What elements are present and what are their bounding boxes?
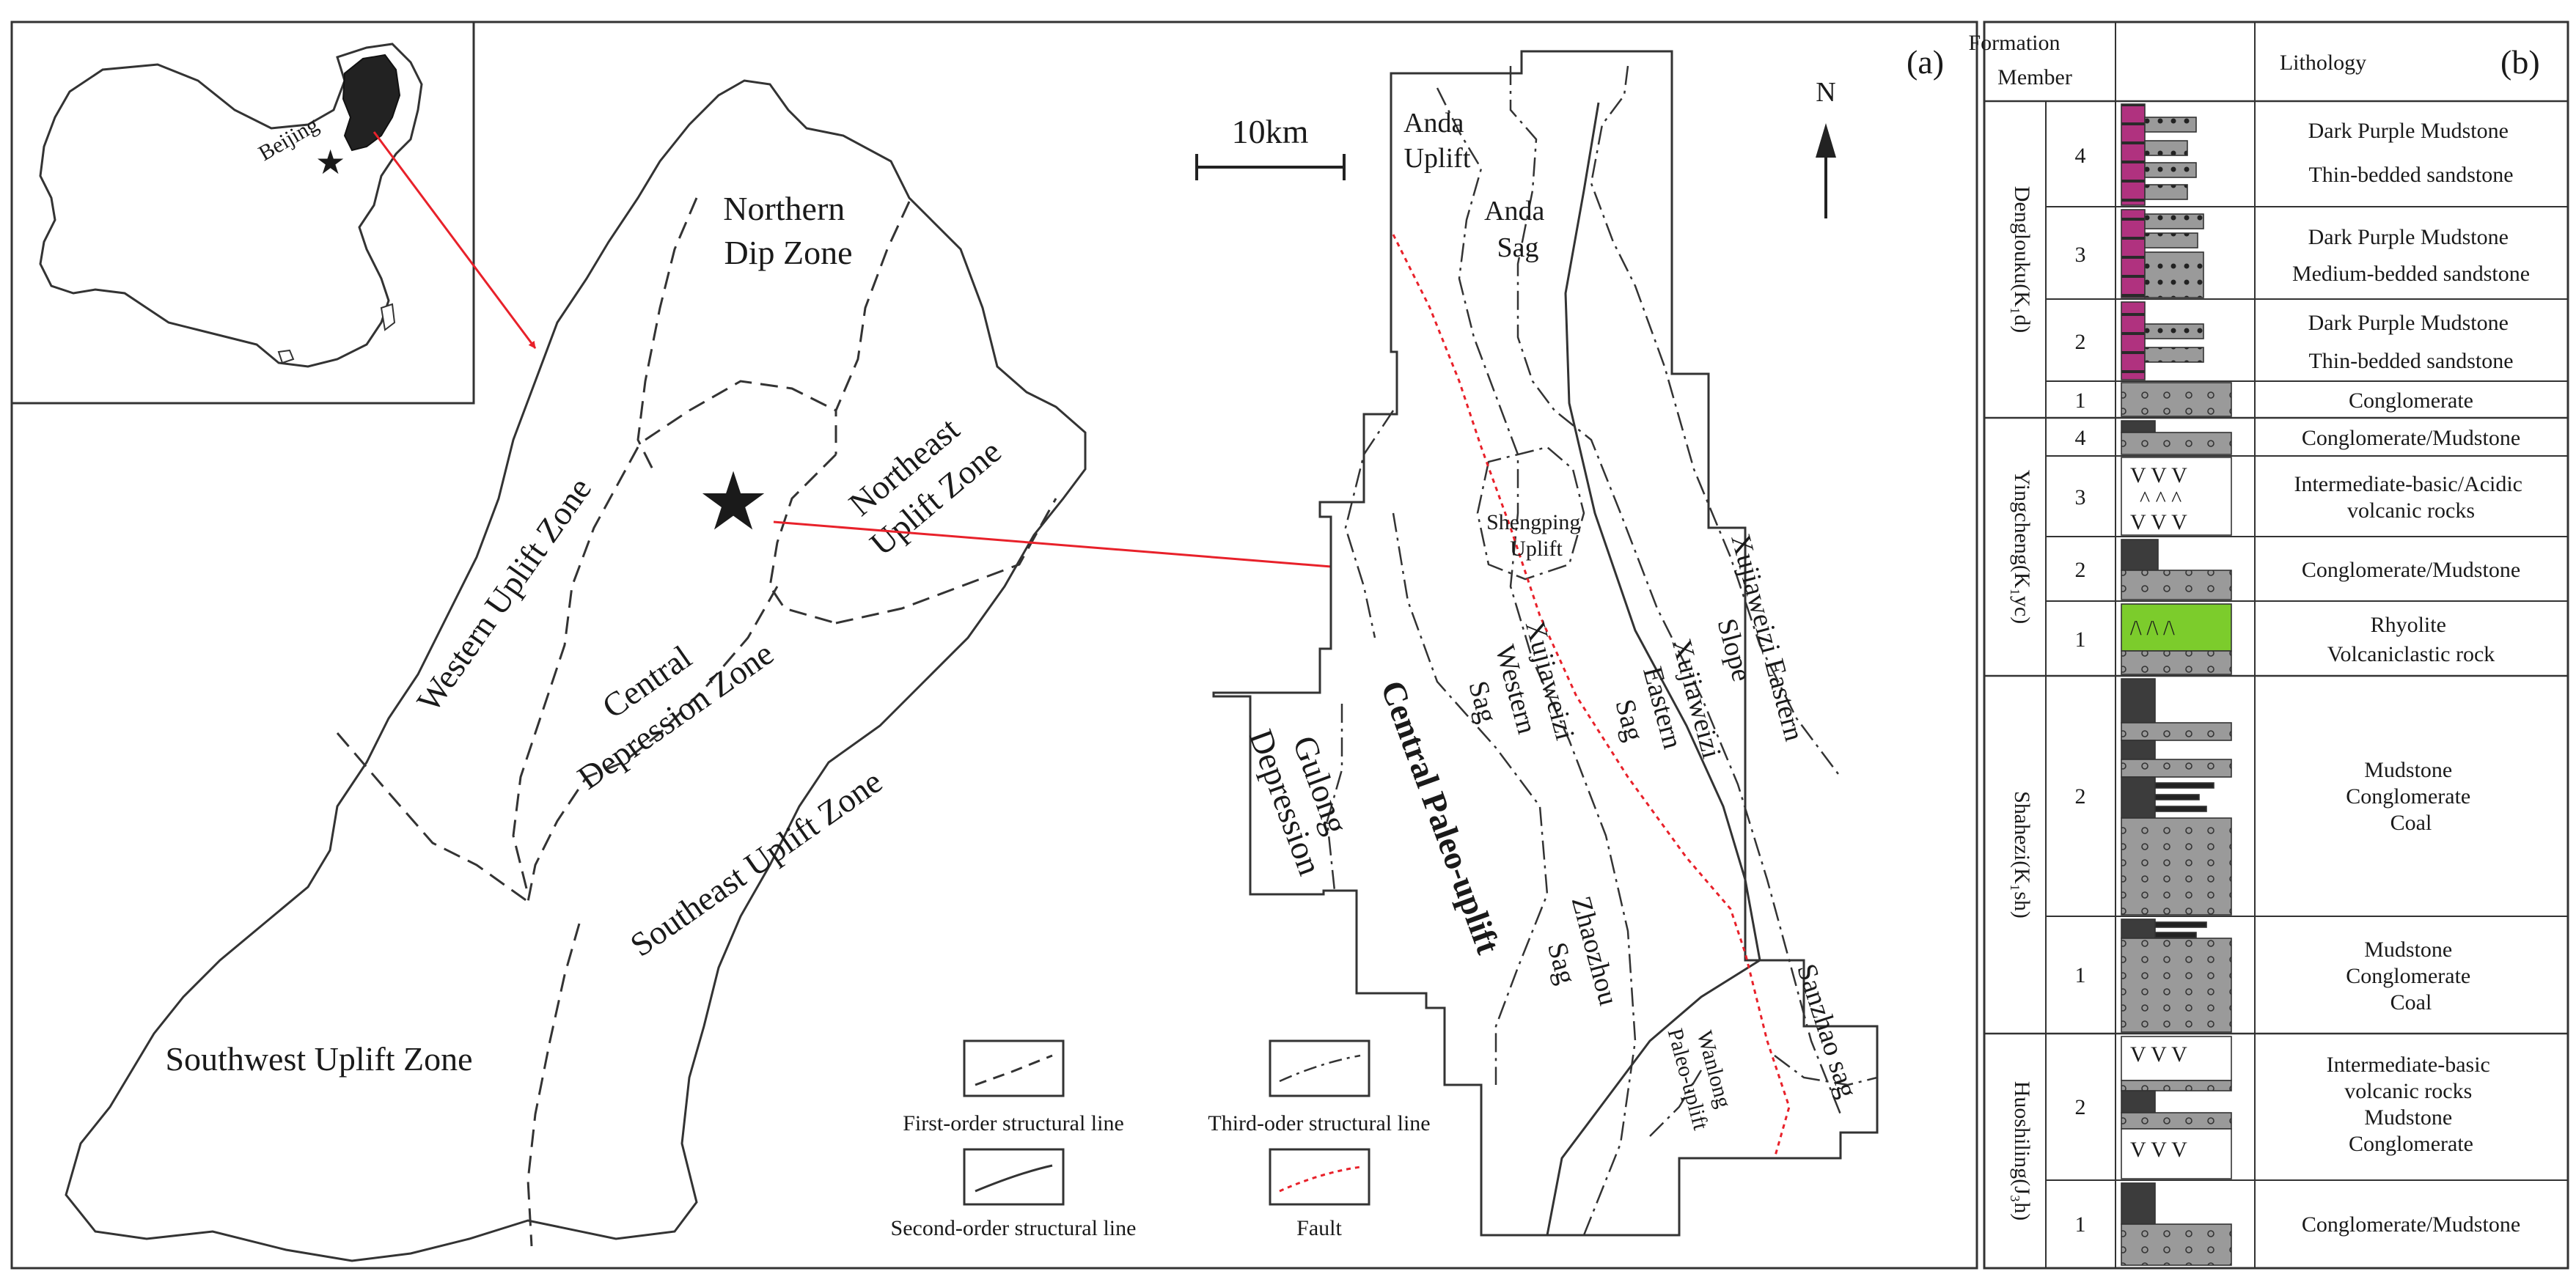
member-number: 3 bbox=[2075, 485, 2086, 509]
volcanic-rock-symbols: V V V ^ ^ ^ V V V V V V V V V /\ /\ /\ bbox=[2130, 463, 2187, 1162]
inset-arrow bbox=[373, 131, 537, 349]
member-number: 2 bbox=[2075, 330, 2086, 354]
member-desc: Conglomerate/Mudstone bbox=[2302, 426, 2520, 450]
formation-name: Huoshiling(J₃h) bbox=[2010, 1081, 2034, 1220]
inset-region-highlight bbox=[342, 54, 401, 152]
member-desc: Conglomerate bbox=[2349, 389, 2473, 413]
study-area-star-icon: ★ bbox=[697, 457, 770, 547]
map-legend: First-order structural line Second-order… bbox=[891, 1039, 1431, 1240]
member-number: 4 bbox=[2075, 144, 2086, 168]
member-number: 2 bbox=[2075, 558, 2086, 582]
panel-b-label: (b) bbox=[2500, 43, 2540, 81]
member-desc: Dark Purple Mudstone Thin-bedded sandsto… bbox=[2308, 119, 2514, 187]
member-desc: Conglomerate/Mudstone bbox=[2302, 1212, 2520, 1237]
beijing-star-icon: ★ bbox=[315, 144, 345, 181]
study-area-arrow bbox=[773, 520, 1350, 572]
second-order-line-south bbox=[1546, 959, 1761, 1236]
study-area-outline bbox=[1212, 50, 1879, 1237]
header-lithology: Lithology bbox=[2280, 51, 2366, 75]
fault-line bbox=[1392, 234, 1791, 1159]
legend-third-order: Third-oder structural line bbox=[1208, 1111, 1430, 1135]
formation-name: Denglouku(K₁d) bbox=[2010, 186, 2034, 333]
second-order-line-east bbox=[1564, 102, 1761, 961]
svg-text:V V V: V V V bbox=[2130, 463, 2187, 487]
north-arrow: N bbox=[1816, 77, 1836, 218]
member-number: 2 bbox=[2075, 784, 2086, 809]
member-desc: Conglomerate/Mudstone bbox=[2302, 558, 2520, 582]
third-order-structural-lines bbox=[1326, 65, 1878, 1236]
member-desc: Dark Purple Mudstone Medium-bedded sands… bbox=[2292, 225, 2530, 286]
member-number: 1 bbox=[2075, 627, 2086, 652]
formation-name: Yingcheng(K₁yc) bbox=[2010, 470, 2034, 624]
member-number: 1 bbox=[2075, 389, 2086, 413]
member-number: 3 bbox=[2075, 243, 2086, 267]
label-shengping-uplift: Shengping Uplift bbox=[1486, 510, 1586, 561]
label-anda-uplift: Anda Uplift bbox=[1403, 108, 1471, 174]
formation-name: Shahezi(K₁sh) bbox=[2010, 791, 2034, 918]
member-desc: Rhyolite Volcaniclastic rock bbox=[2327, 613, 2495, 666]
inset-map: ★ Beijing bbox=[10, 21, 475, 405]
panel-a-label: (a) bbox=[1907, 43, 1944, 81]
lithology-column-graphic bbox=[2121, 103, 2232, 1266]
legend-second-order: Second-order structural line bbox=[891, 1216, 1137, 1240]
zone-southwest-uplift: Southwest Uplift Zone bbox=[165, 1040, 472, 1078]
member-number: 1 bbox=[2075, 1212, 2086, 1237]
svg-text:/\ /\ /\: /\ /\ /\ bbox=[2130, 617, 2175, 640]
header-formation: Formation bbox=[1969, 31, 2061, 55]
panel-a-frame bbox=[10, 21, 1978, 1270]
svg-text:V V V: V V V bbox=[2130, 510, 2187, 534]
label-anda-sag: Anda Sag bbox=[1484, 196, 1552, 263]
member-number: 2 bbox=[2075, 1095, 2086, 1119]
member-desc: Mudstone Conglomerate Coal bbox=[2346, 758, 2476, 835]
basin-outline bbox=[65, 79, 1087, 1262]
scale-label: 10km bbox=[1232, 113, 1309, 150]
zone-northern-dip: Northern Dip Zone bbox=[723, 190, 854, 271]
member-number: 1 bbox=[2075, 963, 2086, 987]
member-number: 4 bbox=[2075, 426, 2086, 450]
panel-b-stratigraphic-column: Formation Member Lithology (b) Denglouku… bbox=[1969, 21, 2569, 1270]
member-desc: Dark Purple Mudstone Thin-bedded sandsto… bbox=[2308, 311, 2514, 373]
member-desc: Intermediate-basic volcanic rocks Mudsto… bbox=[2327, 1053, 2496, 1156]
member-desc: Intermediate-basic/Acidic volcanic rocks bbox=[2294, 472, 2528, 523]
header-member: Member bbox=[1997, 65, 2072, 89]
inset-country-outline bbox=[39, 43, 423, 368]
member-desc: Mudstone Conglomerate Coal bbox=[2346, 938, 2476, 1015]
svg-text:V V V: V V V bbox=[2130, 1138, 2187, 1162]
svg-text:^ ^ ^: ^ ^ ^ bbox=[2140, 487, 2181, 511]
legend-fault: Fault bbox=[1296, 1216, 1342, 1240]
svg-text:V V V: V V V bbox=[2130, 1042, 2187, 1067]
scale-bar: 10km bbox=[1195, 113, 1346, 180]
legend-first-order: First-order structural line bbox=[903, 1111, 1124, 1135]
north-label: N bbox=[1816, 77, 1835, 108]
